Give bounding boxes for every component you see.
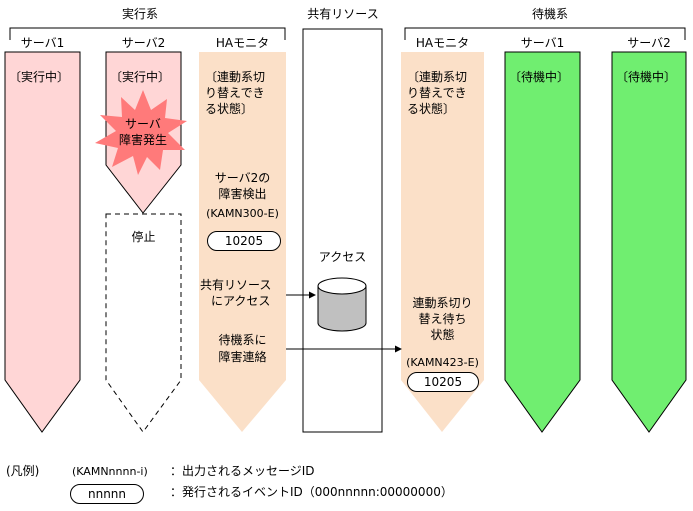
legend-message-desc: ：出力されるメッセージID [170,464,315,478]
shared-resource-cylinder-icon [317,277,367,332]
detect-line1: サーバ2の [214,171,271,185]
standby-event-id-badge: 10205 [407,372,479,392]
standby-ha-status-line1: 〔連動系切 [407,70,468,84]
shared-resource-box [302,28,383,433]
failure-label-line2: 障害発生 [118,133,167,147]
active-server2-status: 〔実行中〕 [110,70,171,84]
notify-standby-arrow [286,345,402,353]
active-ha-status-line2: り替えでき [205,86,265,100]
access-line1: 共有リソース [200,278,272,292]
standby-ha-status-line2: り替えでき [407,86,467,100]
access-arrow [286,291,316,299]
notify-line2: 障害連絡 [218,350,267,364]
notify-line1: 待機系に [218,333,267,347]
legend-event-desc: ：発行されるイベントID（000nnnnn:00000000） [170,485,453,499]
standby-group-title: 待機系 [531,7,568,21]
legend-event-sample-badge: nnnnn [70,484,144,504]
failure-label-line1: サーバ [125,117,161,131]
standby-ha-title: HAモニタ [415,36,470,50]
shared-access-label: アクセス [318,250,367,264]
wait-line3: 状態 [430,328,455,342]
active-server2-title: サーバ2 [121,36,166,50]
failure-burst-icon [95,90,187,175]
standby-message-id: (KAMN423-E) [406,356,479,369]
active-server1-status: 〔実行中〕 [9,70,70,84]
standby-server1-title: サーバ1 [520,36,565,50]
standby-server1-status: 〔待機中〕 [509,70,570,84]
wait-line1: 連動系切り [412,296,473,310]
active-ha-title: HAモニタ [215,36,270,50]
standby-ha-status-line3: る状態〕 [407,102,456,116]
standby-server2-status: 〔待機中〕 [616,70,677,84]
active-server1-lane [4,51,81,433]
active-ha-status-line3: る状態〕 [205,102,254,116]
standby-server1-lane [504,51,581,433]
detect-message-id: (KAMN300-E) [206,207,279,220]
standby-server2-lane [611,51,687,433]
active-server2-stopped-lane [105,213,182,433]
shared-group-title: 共有リソース [307,7,379,21]
standby-server2-title: サーバ2 [627,36,671,50]
legend-label: (凡例) [6,464,40,478]
active-server1-title: サーバ1 [20,36,65,50]
active-group-title: 実行系 [121,7,158,21]
standby-group-bracket [404,27,686,40]
active-ha-status-line1: 〔連動系切 [205,70,266,84]
legend-message-sample: (KAMNnnnn-i) [72,465,148,478]
standby-ha-lane [401,52,484,432]
detect-line2: 障害検出 [218,187,267,201]
active-event-id-badge: 10205 [207,231,281,251]
active-group-bracket [9,27,286,40]
access-line2: にアクセス [211,294,271,308]
wait-line2: 替え待ち [418,312,467,326]
stopped-label: 停止 [131,230,156,244]
